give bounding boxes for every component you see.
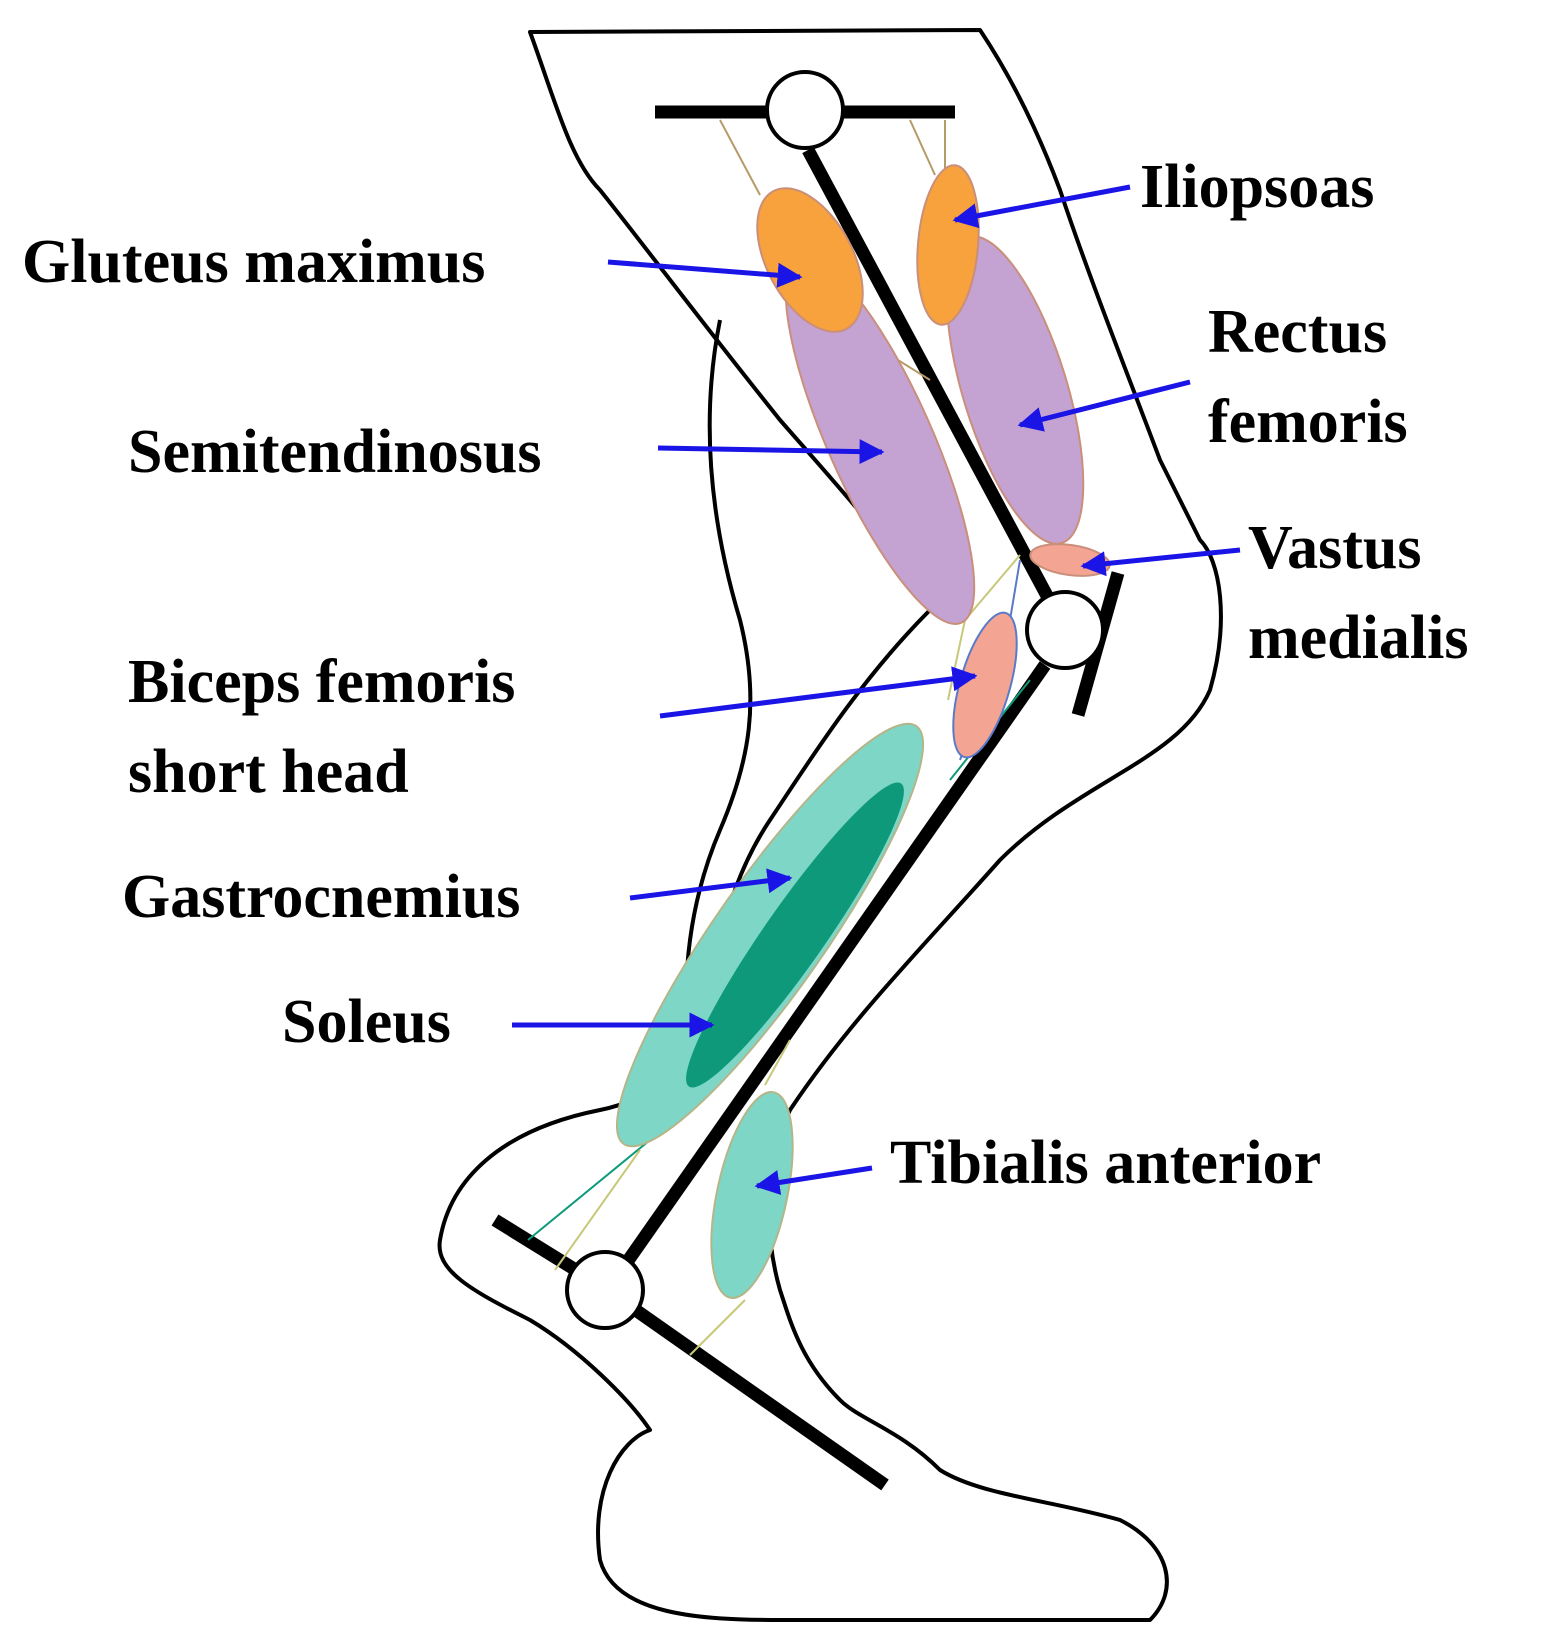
shank-segment	[619, 661, 1051, 1269]
thigh-segment	[802, 146, 1066, 624]
thigh-inner-contour	[684, 319, 753, 1051]
rectus-femoris-label-line2: femoris	[1208, 388, 1408, 456]
gastrocnemius-muscle	[686, 782, 904, 1088]
biceps-femoris-label-line1: Biceps femoris	[128, 648, 515, 716]
biceps-femoris-arrow	[659, 666, 978, 719]
rectus-femoris-label-line1: Rectus	[1208, 298, 1387, 366]
vastus-medialis-label-line2: medialis	[1248, 604, 1468, 672]
tendon-line	[764, 1039, 791, 1086]
gluteus-maximus-label: Gluteus maximus	[22, 228, 485, 296]
rectus-femoris-arrow	[1017, 379, 1191, 432]
soleus-label: Soleus	[282, 988, 451, 1056]
tibialis-anterior-label: Tibialis anterior	[890, 1129, 1321, 1197]
tendon-line	[909, 119, 936, 176]
gluteus-maximus-muscle	[756, 187, 864, 333]
tendon-line	[554, 1149, 641, 1271]
gastrocnemius-arrow	[629, 868, 793, 901]
tibialis-anterior-arrow	[754, 1165, 873, 1195]
knee-joint	[1025, 590, 1105, 670]
biceps-femoris-label-line2: short head	[128, 738, 409, 806]
gastrocnemius-label: Gastrocnemius	[122, 863, 520, 931]
semitendinosus-label: Semitendinosus	[128, 418, 541, 486]
tibialis-anterior-muscle	[710, 1091, 794, 1299]
iliopsoas-arrow	[952, 184, 1131, 229]
vastus-medialis-arrow	[1080, 547, 1241, 577]
vastus-medialis-label-line1: Vastus	[1248, 514, 1421, 582]
gluteus-maximus-arrow	[607, 259, 803, 288]
tendon-line	[689, 1299, 746, 1356]
hip-joint	[765, 70, 845, 150]
foot-segment	[596, 1279, 889, 1491]
ankle-joint	[565, 1250, 645, 1330]
tendon-line	[719, 119, 761, 196]
tendon-line	[527, 1139, 651, 1241]
iliopsoas-label: Iliopsoas	[1140, 153, 1374, 221]
semitendinosus-arrow	[657, 439, 885, 465]
